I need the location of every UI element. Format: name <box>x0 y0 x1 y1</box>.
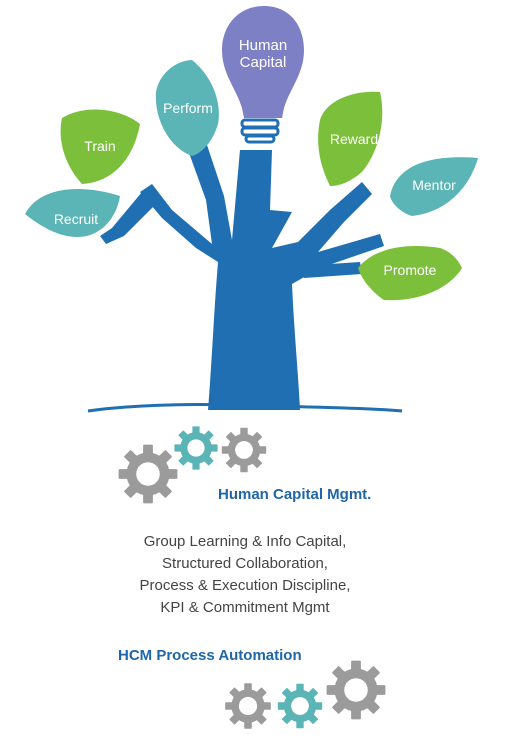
gear-icon <box>118 444 178 504</box>
heading-human-capital-mgmt: Human Capital Mgmt. <box>218 486 372 503</box>
bulb-label-line1: Human <box>239 37 287 54</box>
light-bulb: Human Capital <box>222 6 304 144</box>
description-line: Group Learning & Info Capital, <box>143 533 347 550</box>
leaf-train: Train <box>60 109 140 184</box>
tree-trunk <box>100 142 384 410</box>
leaf-reward: Reward <box>318 91 383 186</box>
ground-line <box>87 403 403 413</box>
leaf-label-perform: Perform <box>163 100 213 116</box>
leaf-mentor: Mentor <box>390 157 478 216</box>
leaf-label-mentor: Mentor <box>412 177 456 193</box>
leaf-perform: Perform <box>155 60 219 156</box>
leaf-label-recruit: Recruit <box>54 211 98 227</box>
gear-icon <box>174 426 218 470</box>
leaf-recruit: Recruit <box>25 189 120 237</box>
leaf-promote: Promote <box>358 246 462 301</box>
leaf-label-train: Train <box>84 138 115 154</box>
description-text: Group Learning & Info Capital, Structure… <box>110 531 380 619</box>
description-line: KPI & Commitment Mgmt <box>160 599 330 616</box>
description-line: Structured Collaboration, <box>162 555 328 572</box>
heading-hcm-process-automation: HCM Process Automation <box>118 647 302 664</box>
leaf-label-reward: Reward <box>330 131 378 147</box>
bulb-label-line2: Capital <box>240 54 287 71</box>
leaf-label-promote: Promote <box>384 262 437 278</box>
description-line: Process & Execution Discipline, <box>139 577 351 594</box>
gear-icon <box>326 660 386 720</box>
gear-icon <box>221 427 267 473</box>
gear-icon <box>277 683 323 729</box>
gear-icon <box>225 683 271 729</box>
